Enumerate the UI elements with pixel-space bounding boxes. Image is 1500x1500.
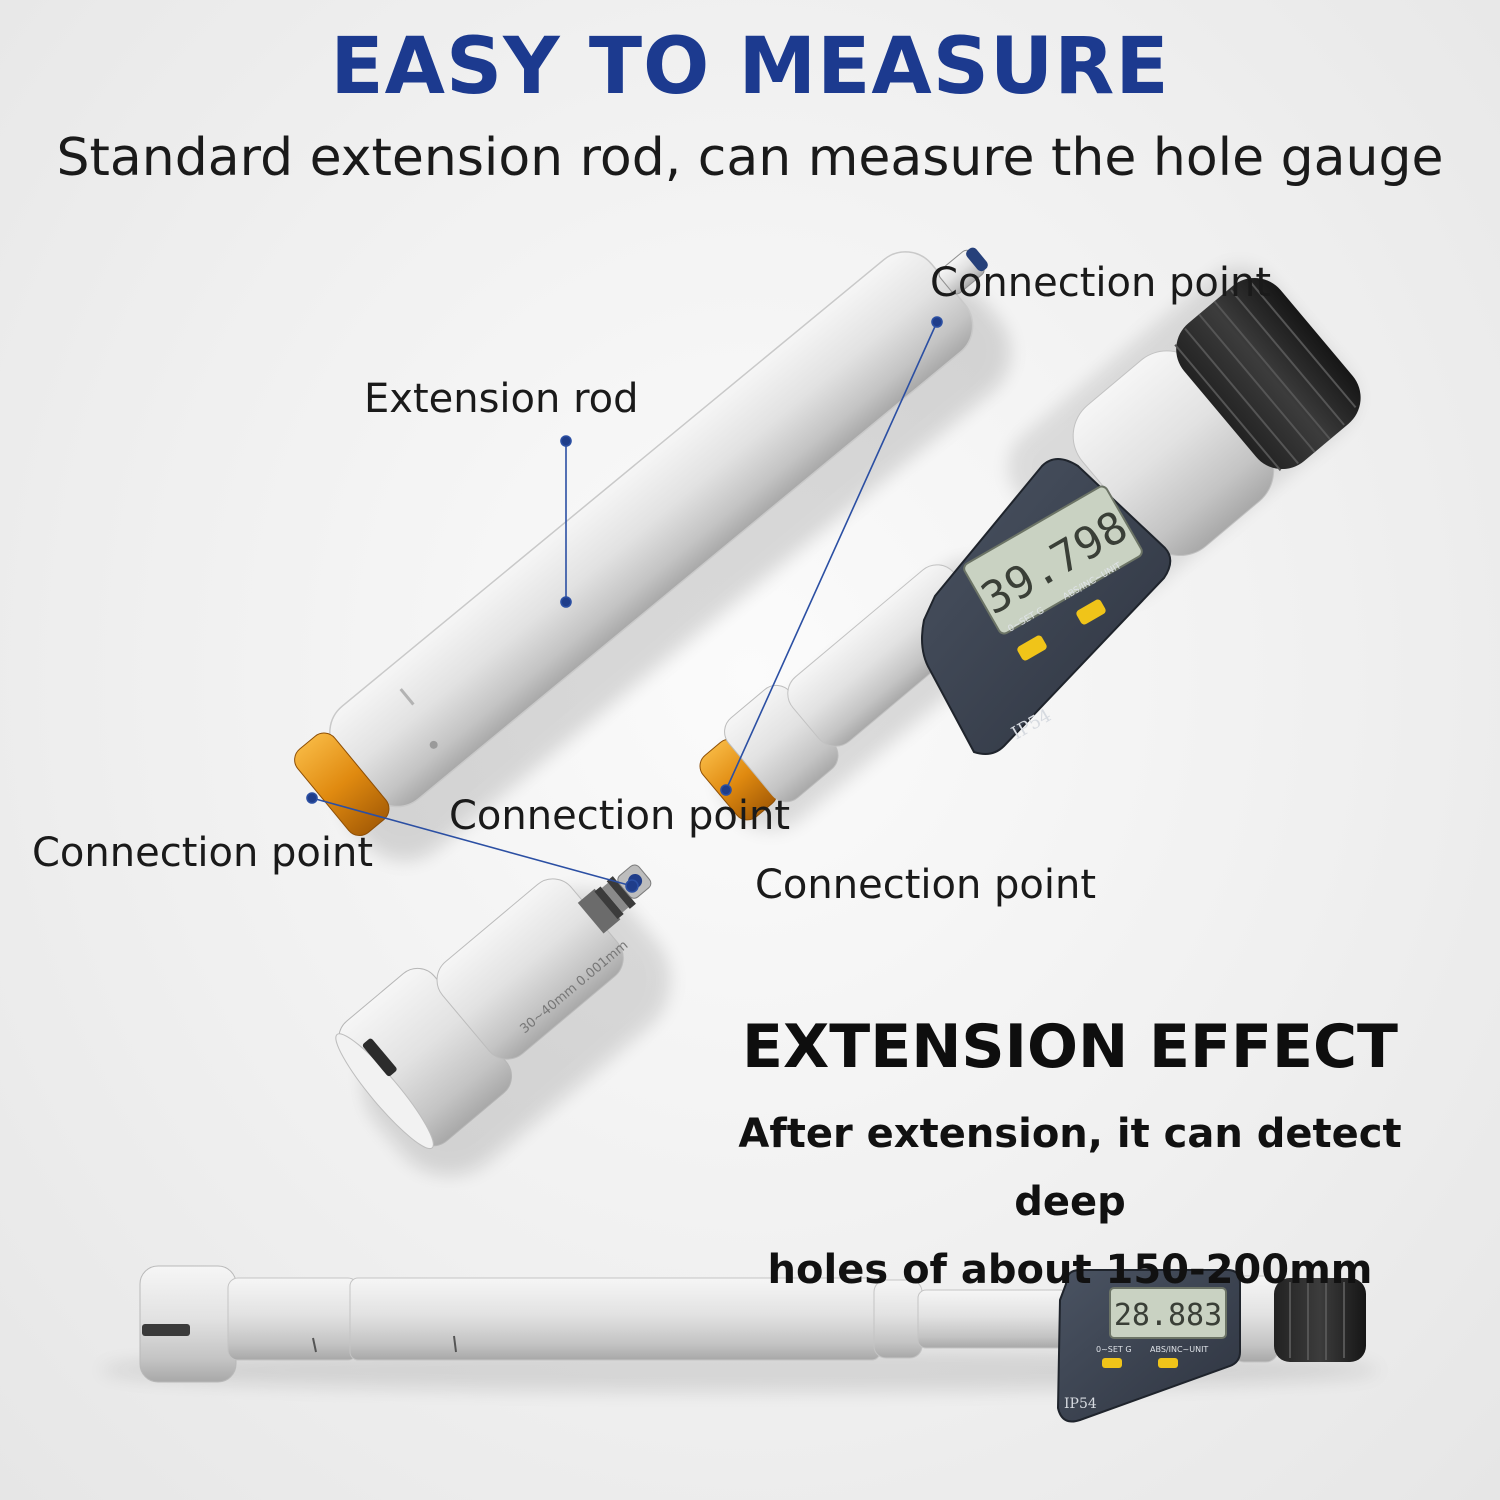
callout-connection-point-top: Connection point bbox=[930, 260, 1272, 306]
callout-connection-point-right: Connection point bbox=[755, 862, 1097, 908]
page-subtitle: Standard extension rod, can measure the … bbox=[56, 128, 1444, 188]
extension-effect-line-1: After extension, it can detect deep bbox=[738, 1111, 1402, 1225]
page-title: EASY TO MEASURE bbox=[330, 22, 1170, 112]
extension-effect-title: EXTENSION EFFECT bbox=[742, 1012, 1398, 1082]
callout-connection-point-middle: Connection point bbox=[449, 793, 791, 839]
ip-rating-bottom: IP54 bbox=[1064, 1396, 1097, 1412]
dot-top-connection bbox=[931, 316, 943, 328]
abs-inc-button-top[interactable] bbox=[1075, 598, 1107, 626]
dot-micrometer-connection bbox=[720, 784, 732, 796]
callout-connection-point-left: Connection point bbox=[32, 830, 374, 876]
zero-set-label-bottom: 0~SET G bbox=[1096, 1345, 1132, 1354]
abs-inc-button-bottom[interactable] bbox=[1158, 1358, 1178, 1368]
measuring-head: 30~40mm 0.001mm bbox=[335, 864, 671, 1176]
leader-top-connection bbox=[725, 321, 938, 791]
zero-set-button-bottom[interactable] bbox=[1102, 1358, 1122, 1368]
digital-micrometer-top: 39.798 0~SET G ABS/INC~UNIT IP54 bbox=[699, 266, 1361, 830]
extension-effect-line-2: holes of about 150-200mm bbox=[767, 1247, 1373, 1293]
dot-extension-rod-body bbox=[560, 596, 572, 608]
extension-effect-description: After extension, it can detect deep hole… bbox=[690, 1100, 1450, 1304]
dot-extension-rod-top bbox=[560, 435, 572, 447]
dot-rod-bottom-connection bbox=[306, 792, 318, 804]
callout-extension-rod: Extension rod bbox=[364, 376, 639, 422]
lcd-readout-bottom: 28.883 bbox=[1114, 1298, 1222, 1333]
zero-set-button-top[interactable] bbox=[1016, 634, 1048, 662]
abs-inc-label-bottom: ABS/INC~UNIT bbox=[1150, 1345, 1208, 1354]
dot-head-connection bbox=[625, 879, 639, 893]
extension-rod bbox=[294, 247, 1011, 861]
leader-head-connection bbox=[311, 797, 633, 887]
leader-lines bbox=[306, 316, 943, 893]
assembled-micrometer-bottom: 28.883 0~SET G ABS/INC~UNIT IP54 bbox=[100, 1265, 1380, 1423]
